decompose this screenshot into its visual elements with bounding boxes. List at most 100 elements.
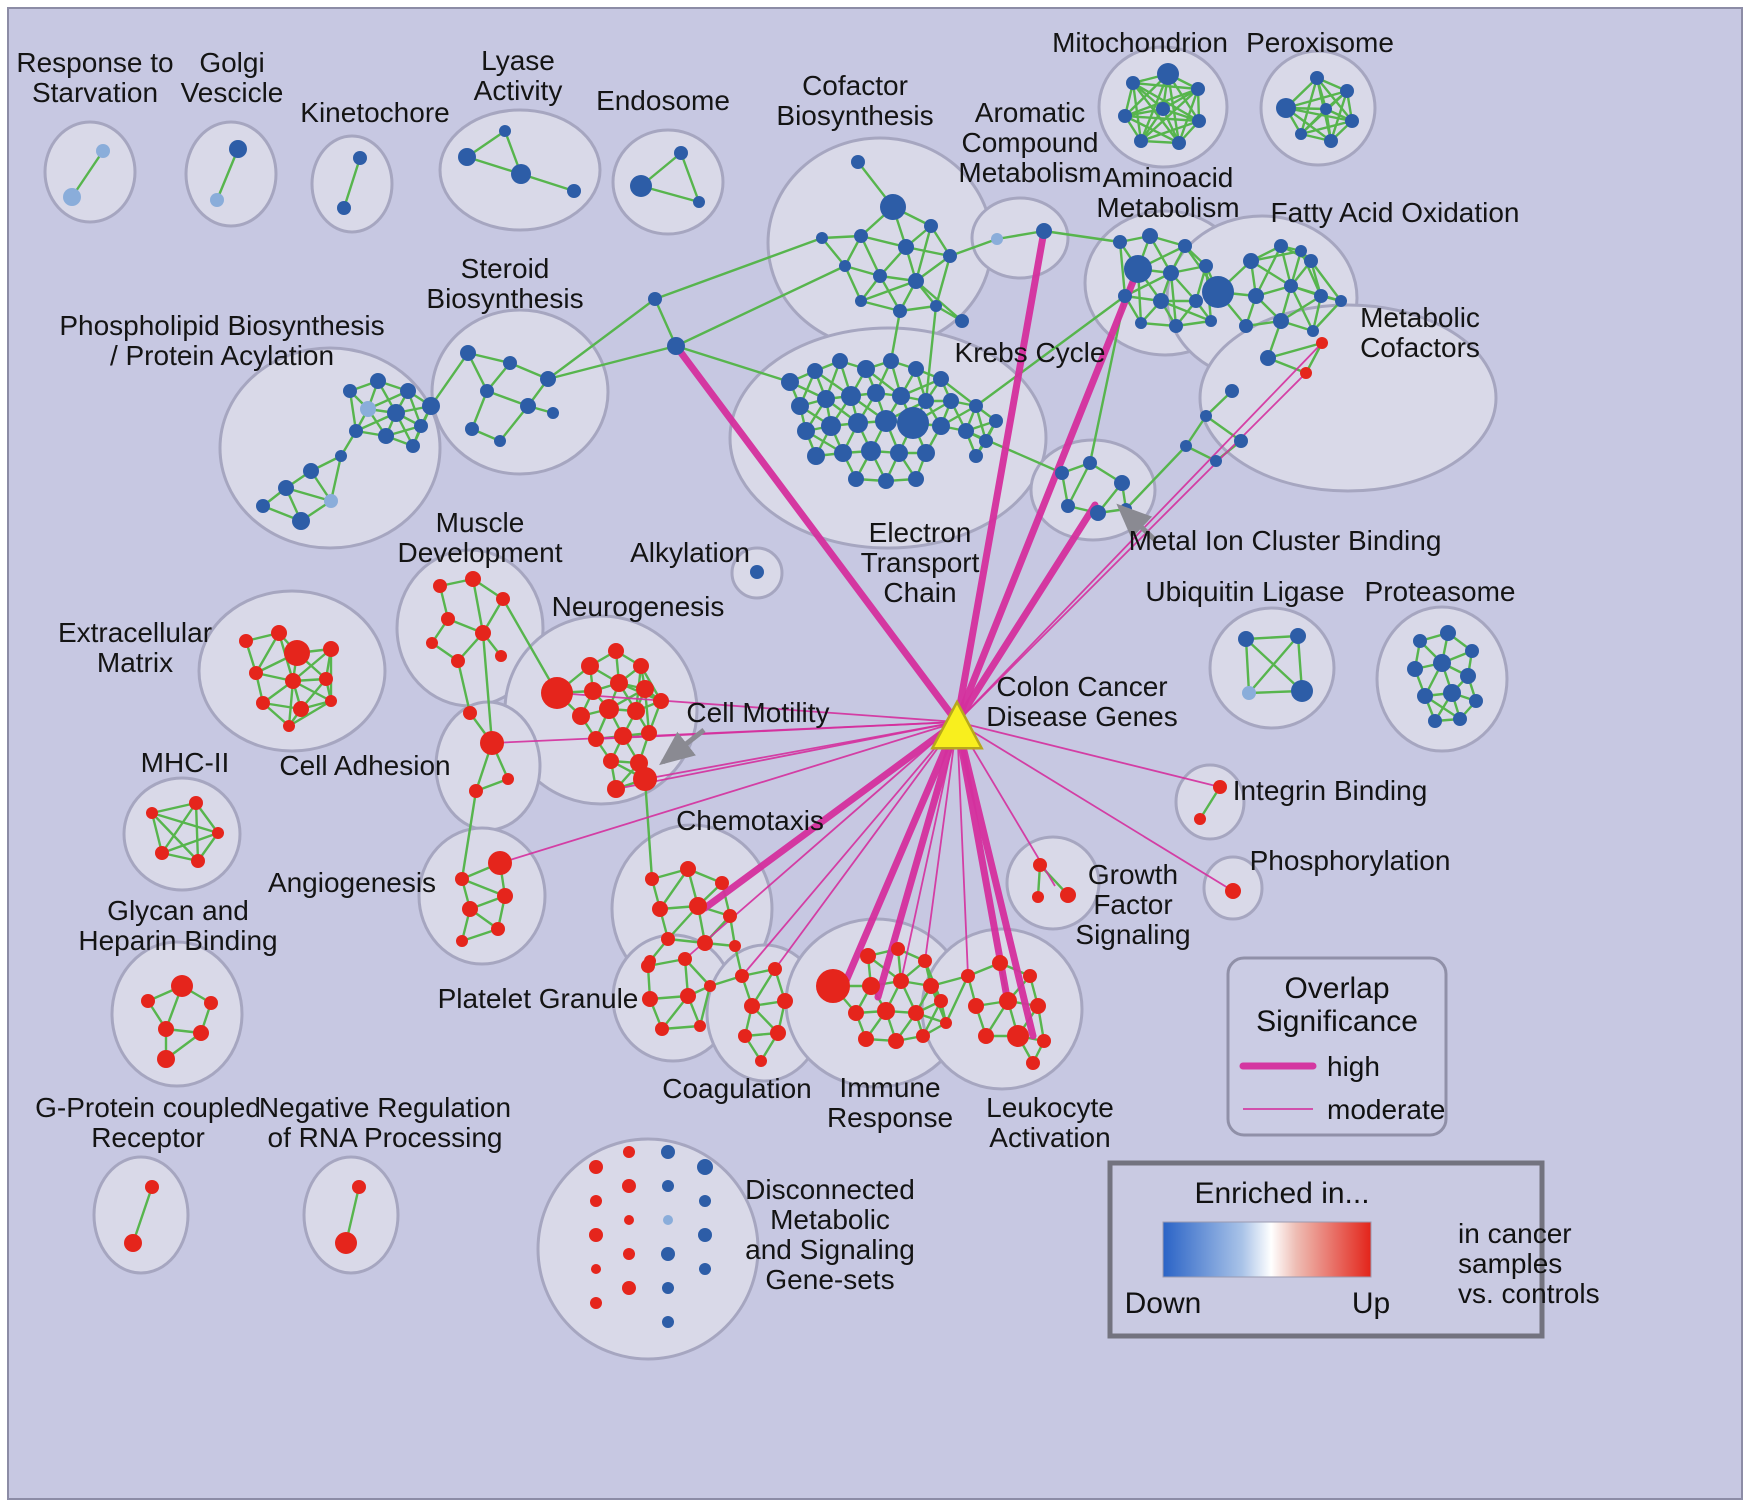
gene-set-node[interactable]: [1273, 313, 1289, 329]
gene-set-node[interactable]: [283, 720, 295, 732]
gene-set-node[interactable]: [680, 861, 696, 877]
gene-set-node[interactable]: [934, 994, 948, 1008]
gene-set-node[interactable]: [210, 193, 224, 207]
gene-set-node[interactable]: [460, 345, 476, 361]
gene-set-node[interactable]: [1126, 76, 1140, 90]
gene-set-node[interactable]: [1433, 654, 1451, 672]
gene-set-node[interactable]: [875, 410, 897, 432]
gene-set-node[interactable]: [653, 693, 669, 709]
gene-set-node[interactable]: [908, 471, 924, 487]
gene-set-node[interactable]: [841, 386, 861, 406]
gene-set-node[interactable]: [599, 699, 619, 719]
gene-set-node[interactable]: [715, 876, 729, 890]
gene-set-node[interactable]: [349, 424, 363, 438]
gene-set-node[interactable]: [851, 155, 865, 169]
gene-set-node[interactable]: [256, 499, 270, 513]
gene-set-node[interactable]: [352, 1180, 366, 1194]
gene-set-node[interactable]: [469, 784, 483, 798]
gene-set-node[interactable]: [292, 512, 310, 530]
gene-set-node[interactable]: [999, 992, 1017, 1010]
gene-set-node[interactable]: [816, 232, 828, 244]
gene-set-node[interactable]: [462, 901, 478, 917]
gene-set-node[interactable]: [699, 1263, 711, 1275]
gene-set-node[interactable]: [969, 449, 983, 463]
gene-set-node[interactable]: [930, 300, 942, 312]
gene-set-node[interactable]: [861, 441, 881, 461]
gene-set-node[interactable]: [1310, 71, 1324, 85]
gene-set-node[interactable]: [1440, 625, 1456, 641]
gene-set-node[interactable]: [1274, 239, 1288, 253]
gene-set-node[interactable]: [1276, 98, 1296, 118]
gene-set-node[interactable]: [890, 444, 908, 462]
gene-set-node[interactable]: [1320, 103, 1332, 115]
gene-set-node[interactable]: [249, 666, 263, 680]
gene-set-node[interactable]: [917, 444, 935, 462]
gene-set-node[interactable]: [992, 955, 1008, 971]
gene-set-node[interactable]: [883, 353, 899, 369]
gene-set-node[interactable]: [680, 988, 696, 1004]
gene-set-node[interactable]: [698, 1228, 712, 1242]
gene-set-node[interactable]: [1200, 410, 1212, 422]
gene-set-node[interactable]: [821, 416, 841, 436]
gene-set-node[interactable]: [96, 144, 110, 158]
gene-set-node[interactable]: [1443, 684, 1461, 702]
gene-set-node[interactable]: [1142, 228, 1158, 244]
gene-set-node[interactable]: [978, 1028, 994, 1044]
gene-set-node[interactable]: [923, 978, 939, 994]
gene-set-node[interactable]: [1083, 456, 1097, 470]
gene-set-node[interactable]: [961, 969, 975, 983]
gene-set-node[interactable]: [898, 239, 914, 255]
gene-set-node[interactable]: [893, 304, 907, 318]
gene-set-node[interactable]: [1291, 680, 1313, 702]
gene-set-node[interactable]: [770, 1025, 786, 1041]
gene-set-node[interactable]: [1191, 82, 1205, 96]
gene-set-node[interactable]: [1417, 688, 1433, 704]
gene-set-node[interactable]: [1194, 813, 1206, 825]
gene-set-node[interactable]: [918, 393, 934, 409]
gene-set-node[interactable]: [674, 146, 688, 160]
gene-set-node[interactable]: [488, 851, 512, 875]
gene-set-node[interactable]: [335, 1232, 357, 1254]
colon-cancer-disease-genes-triangle[interactable]: [930, 699, 984, 750]
gene-set-node[interactable]: [1192, 114, 1206, 128]
gene-set-node[interactable]: [146, 807, 158, 819]
gene-set-node[interactable]: [353, 151, 367, 165]
gene-set-node[interactable]: [387, 404, 405, 422]
gene-set-node[interactable]: [278, 480, 294, 496]
gene-set-node[interactable]: [1135, 317, 1147, 329]
gene-set-node[interactable]: [499, 125, 511, 137]
gene-set-node[interactable]: [271, 625, 287, 641]
gene-set-node[interactable]: [781, 373, 799, 391]
gene-set-node[interactable]: [663, 1215, 673, 1225]
gene-set-node[interactable]: [335, 450, 347, 462]
gene-set-node[interactable]: [897, 407, 929, 439]
gene-set-node[interactable]: [1202, 276, 1234, 308]
gene-set-node[interactable]: [324, 494, 338, 508]
gene-set-node[interactable]: [1030, 998, 1046, 1014]
gene-set-node[interactable]: [662, 1316, 674, 1328]
gene-set-node[interactable]: [285, 673, 301, 689]
gene-set-node[interactable]: [908, 361, 924, 377]
gene-set-node[interactable]: [955, 314, 969, 328]
gene-set-node[interactable]: [1284, 279, 1298, 293]
gene-set-node[interactable]: [817, 390, 835, 408]
gene-set-node[interactable]: [857, 360, 875, 378]
gene-set-node[interactable]: [456, 935, 468, 947]
gene-set-node[interactable]: [699, 1195, 711, 1207]
gene-set-node[interactable]: [1225, 384, 1239, 398]
gene-set-node[interactable]: [1413, 634, 1427, 648]
gene-set-node[interactable]: [893, 973, 909, 989]
gene-set-node[interactable]: [624, 1215, 634, 1225]
gene-set-node[interactable]: [141, 994, 155, 1008]
gene-set-node[interactable]: [1037, 1034, 1051, 1048]
gene-set-node[interactable]: [1178, 239, 1192, 253]
gene-set-node[interactable]: [636, 680, 654, 698]
gene-set-node[interactable]: [1180, 440, 1192, 452]
gene-set-node[interactable]: [239, 634, 253, 648]
gene-set-node[interactable]: [1033, 858, 1047, 872]
gene-set-node[interactable]: [463, 706, 477, 720]
gene-set-node[interactable]: [590, 1195, 602, 1207]
gene-set-node[interactable]: [888, 1033, 904, 1049]
gene-set-node[interactable]: [465, 422, 479, 436]
gene-set-node[interactable]: [729, 940, 741, 952]
